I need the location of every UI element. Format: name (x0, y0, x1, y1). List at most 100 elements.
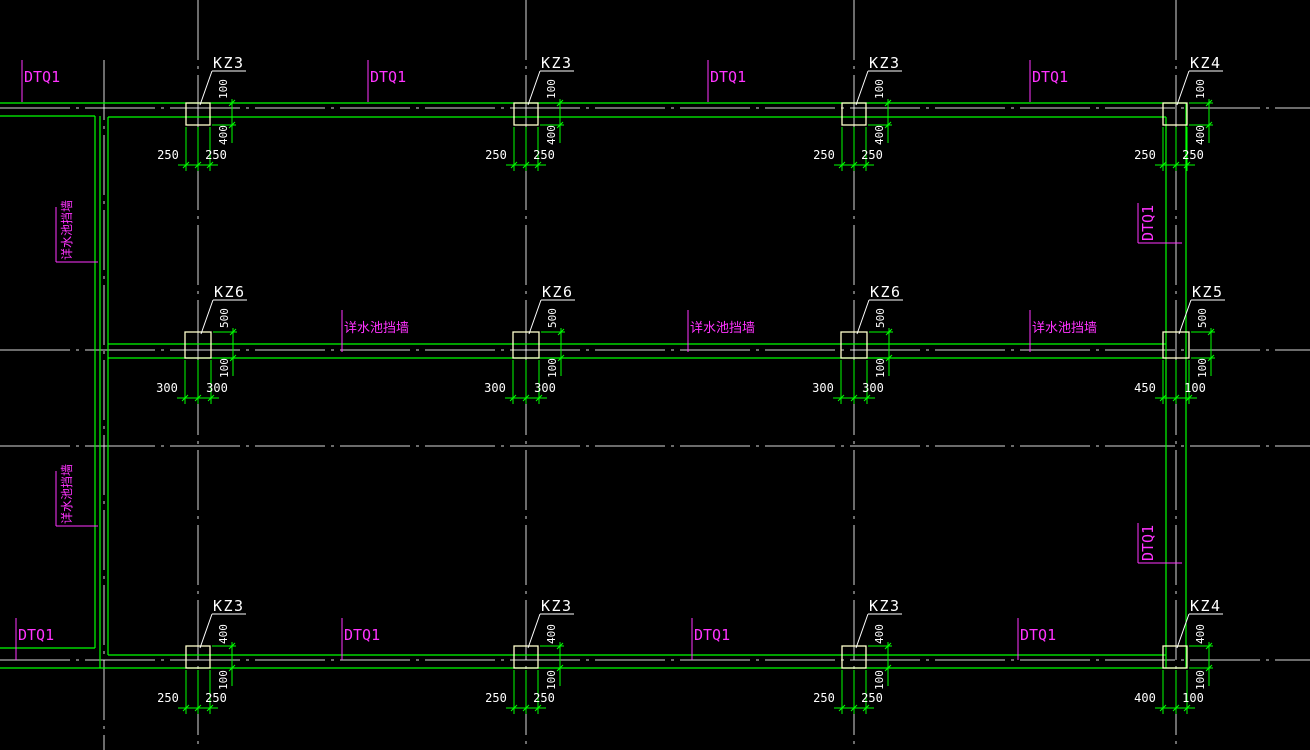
dimension-tick (229, 354, 237, 362)
dimension-tick (522, 704, 530, 712)
dimension-text: 450 (1134, 381, 1156, 395)
column-leader-line (1176, 613, 1190, 649)
dimension-text: 100 (1194, 670, 1207, 690)
dimension-tick (1205, 664, 1213, 672)
dimension-text: 250 (157, 691, 179, 705)
dimension-tick (1205, 99, 1213, 107)
column-outline (840, 331, 868, 359)
column-outline (841, 645, 867, 669)
dimension-text: 100 (546, 358, 559, 378)
column-outline (512, 331, 540, 359)
dimension-tick (557, 328, 565, 336)
dimension-text: 300 (862, 381, 884, 395)
dimension-text: 400 (217, 125, 230, 145)
dimension-tick (862, 161, 870, 169)
column-code-label: KZ6 (214, 283, 244, 301)
column-code-label: KZ5 (1192, 283, 1222, 301)
dimension-text: 100 (217, 79, 230, 99)
dimension-tick (1207, 354, 1215, 362)
dimension-text: 250 (1134, 148, 1156, 162)
column-leader-line (528, 299, 542, 335)
dimension-text: 250 (157, 148, 179, 162)
dimension-text: 100 (873, 79, 886, 99)
column-code-label: KZ6 (542, 283, 572, 301)
wall-tag: 详水池挡墙 (687, 310, 755, 352)
column-code-label: KZ4 (1190, 54, 1220, 72)
wall-tag-label: DTQ1 (710, 68, 746, 86)
dimension-tick (884, 99, 892, 107)
dimension-tick (1205, 121, 1213, 129)
dimension-tick (194, 704, 202, 712)
dimension-text: 250 (205, 148, 227, 162)
dimension-text: 250 (485, 148, 507, 162)
dimension-tick (510, 161, 518, 169)
dimension-tick (557, 354, 565, 362)
wall-tag-label: DTQ1 (1020, 626, 1056, 644)
dimension-tick (850, 704, 858, 712)
dimension-tick (837, 394, 845, 402)
dimension-text: 250 (205, 691, 227, 705)
dimension-text: 250 (813, 148, 835, 162)
dimension-text: 100 (217, 670, 230, 690)
dimension-text: 100 (545, 670, 558, 690)
dimension-text: 300 (534, 381, 556, 395)
column-leader-line (1178, 299, 1192, 335)
wall-tag-label: DTQ1 (694, 626, 730, 644)
wall-tag: 详水池挡墙 (55, 464, 98, 527)
dimension-tick (556, 642, 564, 650)
wall-tag-label: DTQ1 (1139, 525, 1157, 561)
dimension-tick (556, 121, 564, 129)
wall-tag-label: DTQ1 (24, 68, 60, 86)
column-outline (185, 645, 211, 669)
column-leader-line (200, 299, 214, 335)
column-code-label: KZ3 (869, 54, 899, 72)
wall-tag: DTQ1 (21, 60, 60, 102)
dimension-tick (1172, 161, 1180, 169)
wall-tag: DTQ1 (367, 60, 406, 102)
dimension-text: 500 (546, 308, 559, 328)
dimension-tick (1183, 161, 1191, 169)
wall-tag: DTQ1 (691, 618, 730, 660)
dimension-text: 250 (533, 148, 555, 162)
column-code-label: KZ4 (1190, 597, 1220, 615)
column-outline (185, 102, 211, 126)
dimension-text: 100 (218, 358, 231, 378)
column-leader-line (199, 613, 213, 649)
dimension-tick (182, 704, 190, 712)
wall-tag-label: 详水池挡墙 (344, 321, 409, 336)
wall-tag: DTQ1 (1029, 60, 1068, 102)
dimension-text: 400 (1194, 125, 1207, 145)
dimension-text: 250 (861, 148, 883, 162)
wall-tag-label: DTQ1 (18, 626, 54, 644)
column-leader-line (855, 613, 869, 649)
dimension-tick (206, 704, 214, 712)
dimension-text: 100 (1194, 79, 1207, 99)
dimension-tick (181, 394, 189, 402)
dimension-tick (862, 704, 870, 712)
dimension-tick (1159, 161, 1167, 169)
column-leader-line (199, 70, 213, 106)
dimension-tick (556, 99, 564, 107)
dimension-text: 300 (156, 381, 178, 395)
dimension-tick (229, 328, 237, 336)
column-outline (841, 102, 867, 126)
dimension-text: 250 (1182, 148, 1204, 162)
dimension-text: 100 (1184, 381, 1206, 395)
column-outline (184, 331, 212, 359)
dimension-tick (556, 664, 564, 672)
column-code-label: KZ6 (870, 283, 900, 301)
dimension-text: 250 (813, 691, 835, 705)
column-code-label: KZ3 (869, 597, 899, 615)
wall-tag-label: 详水池挡墙 (1032, 321, 1097, 336)
dimension-tick (1207, 328, 1215, 336)
